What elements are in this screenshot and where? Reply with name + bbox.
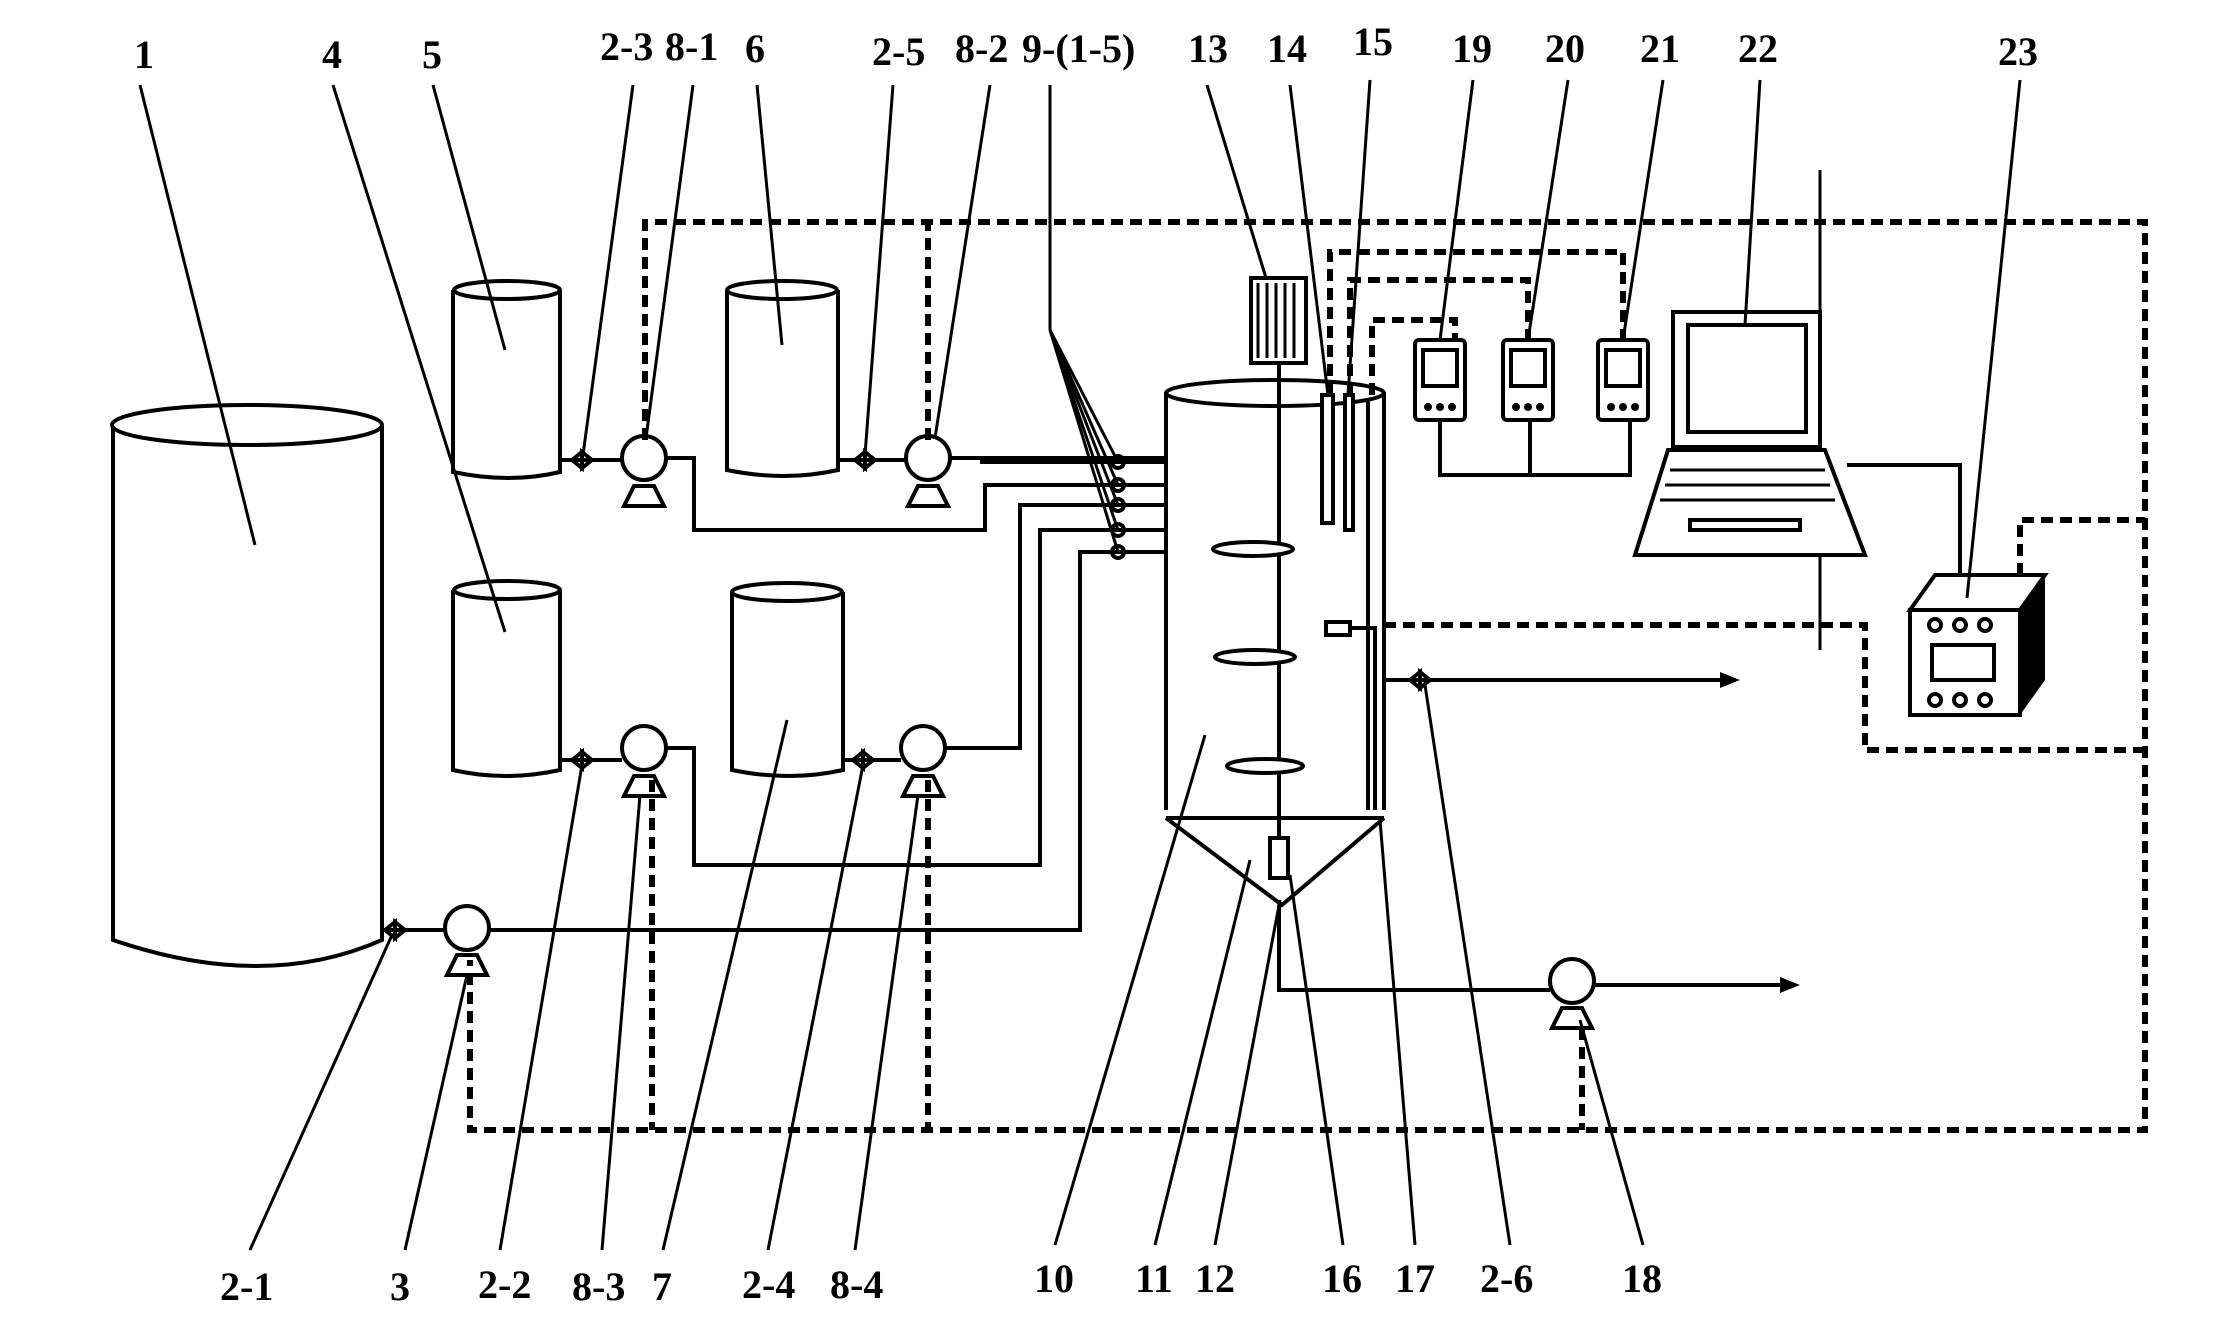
- label-19: 19: [1452, 26, 1492, 71]
- pump-8-2: [904, 434, 952, 508]
- label-2-6: 2-6: [1480, 1256, 1533, 1301]
- probe-14: [1320, 393, 1335, 525]
- pipes: [382, 329, 1800, 993]
- label-6: 6: [745, 26, 765, 71]
- tank-6: [725, 279, 840, 478]
- label-15: 15: [1353, 19, 1393, 64]
- tank-1: [110, 403, 384, 968]
- label-2-5: 2-5: [872, 29, 925, 74]
- computer-22: [1632, 310, 1868, 557]
- label-18: 18: [1622, 1256, 1662, 1301]
- label-1: 1: [134, 32, 154, 77]
- controller-23: [1906, 573, 2049, 717]
- label-8-2: 8-2: [955, 26, 1008, 71]
- label-17: 17: [1395, 1256, 1435, 1301]
- label-7: 7: [652, 1264, 672, 1309]
- label-11: 11: [1135, 1256, 1173, 1301]
- label-2-3: 2-3: [600, 24, 653, 69]
- agitator-shaft: [1211, 360, 1305, 838]
- label-2-2: 2-2: [478, 1262, 531, 1307]
- motor-13: [1249, 276, 1308, 365]
- meter-21: [1596, 338, 1650, 422]
- label-3: 3: [390, 1264, 410, 1309]
- label-8-1: 8-1: [665, 24, 718, 69]
- label-10: 10: [1034, 1256, 1074, 1301]
- label-16: 16: [1322, 1256, 1362, 1301]
- label-2-4: 2-4: [742, 1262, 795, 1307]
- meter-20: [1501, 338, 1555, 422]
- control-lines: [467, 170, 2148, 1133]
- reactor-vessel-10: [1164, 378, 1386, 908]
- pump-8-4: [899, 724, 947, 798]
- tank-4: [451, 579, 562, 778]
- label-5: 5: [422, 32, 442, 77]
- callout-labels: 1 4 5 2-3 8-1 6 2-5 8-2 9-(1-5) 13 14 15…: [134, 19, 2038, 1309]
- label-21: 21: [1640, 26, 1680, 71]
- label-12: 12: [1195, 1256, 1235, 1301]
- label-13: 13: [1188, 26, 1228, 71]
- label-9: 9-(1-5): [1022, 26, 1135, 71]
- leader-lines: [138, 79, 2022, 1251]
- tank-7: [730, 581, 845, 778]
- label-22: 22: [1738, 26, 1778, 71]
- meter-19: [1413, 338, 1467, 422]
- label-4: 4: [322, 32, 342, 77]
- pump-8-3: [620, 724, 668, 798]
- probe-15: [1343, 393, 1355, 532]
- label-23: 23: [1998, 29, 2038, 74]
- heating-coil-17: [1324, 400, 1377, 810]
- label-2-1: 2-1: [220, 1264, 273, 1309]
- label-8-4: 8-4: [830, 1262, 883, 1307]
- tank-5: [451, 279, 562, 480]
- label-14: 14: [1267, 26, 1307, 71]
- pump-8-1: [620, 434, 668, 508]
- label-20: 20: [1545, 26, 1585, 71]
- pump-18: [1548, 957, 1596, 1030]
- label-8-3: 8-3: [572, 1264, 625, 1309]
